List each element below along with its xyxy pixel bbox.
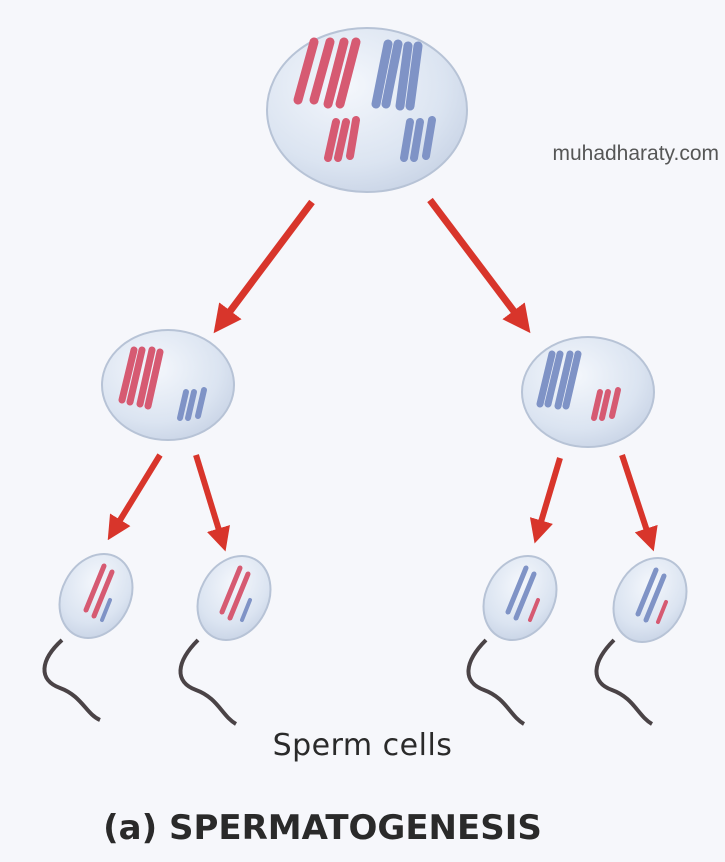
division-arrows-meiosis-2	[107, 453, 658, 552]
sperm-cell-4	[594, 556, 688, 726]
arrow-to-right-cell	[427, 197, 531, 334]
arrow-to-sperm-2	[193, 454, 230, 552]
sperm-cell-1	[42, 552, 134, 722]
paternal-chromosome-short	[400, 116, 436, 162]
arrow-to-sperm-4	[619, 454, 658, 552]
arrow-to-sperm-1	[107, 453, 163, 541]
watermark-text: muhadharaty.com	[552, 142, 719, 165]
left-secondary-cell	[101, 329, 235, 441]
sperm-cell-3	[466, 554, 558, 726]
arrow-to-sperm-3	[529, 457, 563, 544]
maternal-chromosome-long	[293, 37, 361, 109]
parent-cell	[266, 27, 468, 193]
maternal-chromosome-short	[324, 116, 360, 162]
paternal-chromosome-long	[371, 39, 423, 111]
sperm-cell-2	[178, 554, 272, 726]
arrow-to-left-cell	[213, 199, 315, 334]
diagram-title: (a) SPERMATOGENESIS	[103, 808, 542, 848]
sperm-cells-label: Sperm cells	[272, 728, 453, 763]
division-arrows-meiosis-1	[213, 197, 531, 334]
right-secondary-cell	[521, 336, 655, 448]
